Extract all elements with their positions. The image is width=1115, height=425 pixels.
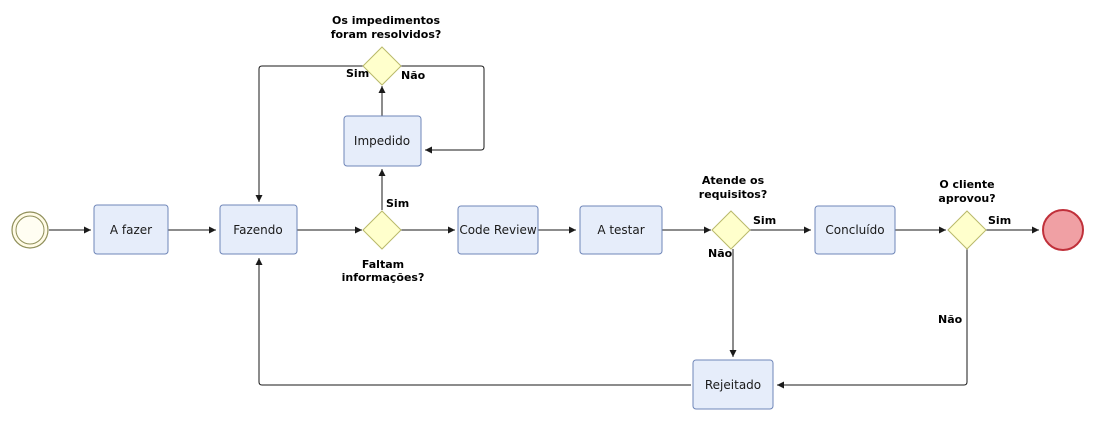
flow-rejeitado-to-fazendo xyxy=(255,258,691,386)
start-event xyxy=(11,211,49,249)
label-atende-sim: Sim xyxy=(753,214,776,227)
task-concluido: Concluído xyxy=(814,205,896,255)
question-faltam-line1: Faltam xyxy=(362,258,404,271)
task-a-fazer: A fazer xyxy=(93,204,169,255)
label-impedimentos-sim: Sim xyxy=(346,67,369,80)
task-impedido-label: Impedido xyxy=(354,134,410,148)
flow-impedimentos-sim-to-fazendo xyxy=(255,65,363,202)
label-faltam-sim: Sim xyxy=(386,197,409,210)
question-atende-line1: Atende os xyxy=(702,174,765,187)
label-cliente-sim: Sim xyxy=(988,214,1011,227)
task-a-testar-label: A testar xyxy=(597,223,644,237)
question-impedimentos-line2: foram resolvidos? xyxy=(331,28,442,41)
end-event xyxy=(1042,209,1084,251)
task-code-review-label: Code Review xyxy=(459,223,537,237)
task-a-fazer-label: A fazer xyxy=(110,223,152,237)
flow-cliente-nao-to-rejeitado xyxy=(777,249,968,389)
gateway-faltam-informacoes xyxy=(362,210,402,250)
gateway-atende-requisitos xyxy=(711,210,751,250)
task-fazendo-label: Fazendo xyxy=(233,223,282,237)
task-concluido-label: Concluído xyxy=(825,223,884,237)
task-fazendo: Fazendo xyxy=(219,204,298,255)
task-rejeitado-label: Rejeitado xyxy=(705,378,761,392)
question-cliente-line2: aprovou? xyxy=(938,192,995,205)
label-cliente-nao: Não xyxy=(938,313,963,326)
question-impedimentos-line1: Os impedimentos xyxy=(332,14,441,27)
task-code-review: Code Review xyxy=(457,205,539,255)
task-a-testar: A testar xyxy=(579,205,663,255)
question-faltam-line2: informações? xyxy=(342,271,425,284)
task-impedido: Impedido xyxy=(343,115,422,167)
gateway-impedimentos-resolvidos xyxy=(362,46,402,86)
question-cliente-line1: O cliente xyxy=(939,178,994,191)
task-rejeitado: Rejeitado xyxy=(692,359,774,410)
question-atende-line2: requisitos? xyxy=(699,188,767,201)
label-atende-nao: Não xyxy=(708,247,733,260)
flow-impedimentos-nao-to-impedido xyxy=(401,65,485,154)
sequence-flows xyxy=(49,65,1039,389)
gateway-cliente-aprovou xyxy=(947,210,987,250)
label-impedimentos-nao: Não xyxy=(401,69,426,82)
